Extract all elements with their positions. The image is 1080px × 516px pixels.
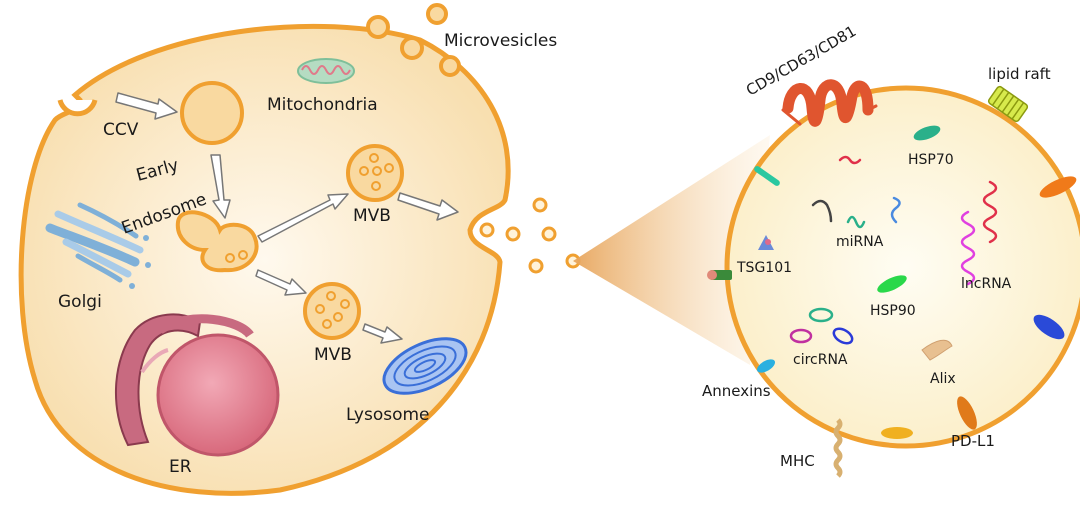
label-alix: Alix [930,371,956,387]
lncrna-strands [960,180,998,286]
label-tsg101: TSG101 [736,260,792,276]
label-annexins: Annexins [702,382,771,400]
tetraspanins-protein [781,79,878,127]
label-lysosome: Lysosome [346,405,430,425]
label-mhc: MHC [780,452,815,470]
label-mitochondria: Mitochondria [267,95,378,115]
membrane-protein-teal [754,166,780,186]
membrane-protein-blue [1033,314,1065,340]
label-circrna: circRNA [793,352,848,368]
early-endosome [175,210,259,273]
mirna-strands [811,155,901,229]
exosome-zoom [724,85,1080,449]
label-er: ER [169,457,192,477]
mhc-protein [833,418,843,478]
golgi-apparatus [45,202,151,289]
mvb-top-vesicle [346,144,404,202]
microvesicles [366,3,461,77]
nucleus [156,333,280,457]
membrane-protein-green [707,270,732,280]
label-mvb-bottom: MVB [314,345,352,365]
hsp70-protein [913,125,941,141]
label-mvb-top: MVB [353,206,391,226]
label-hsp90: HSP90 [870,303,916,319]
lysosome-organelle [382,337,468,395]
mitochondria-organelle [297,58,355,84]
membrane-protein-orange [1039,176,1077,198]
hsp90-protein [877,275,907,293]
circrna-rings [789,307,854,345]
mvb-bottom-vesicle [303,282,361,340]
label-lipid-raft: lipid raft [988,65,1051,83]
annexin-protein [756,359,776,373]
label-pd-l1: PD-L1 [951,432,995,450]
label-mirna: miRNA [836,234,884,250]
endoplasmic-reticulum [114,313,254,447]
pd-l1-protein [957,396,977,430]
label-lncrna: lncRNA [961,276,1012,292]
label-ccv: CCV [103,120,139,140]
label-microvesicles: Microvesicles [444,31,557,51]
lipid-raft [987,85,1029,123]
early-endosome-vesicle [180,81,244,145]
label-golgi: Golgi [58,292,102,312]
pathway-arrows [115,92,459,344]
tsg101-protein [758,235,774,250]
alix-protein [921,339,953,361]
label-hsp70: HSP70 [908,152,954,168]
zoom-cone [573,135,770,365]
membrane-protein-yellow [881,427,913,439]
